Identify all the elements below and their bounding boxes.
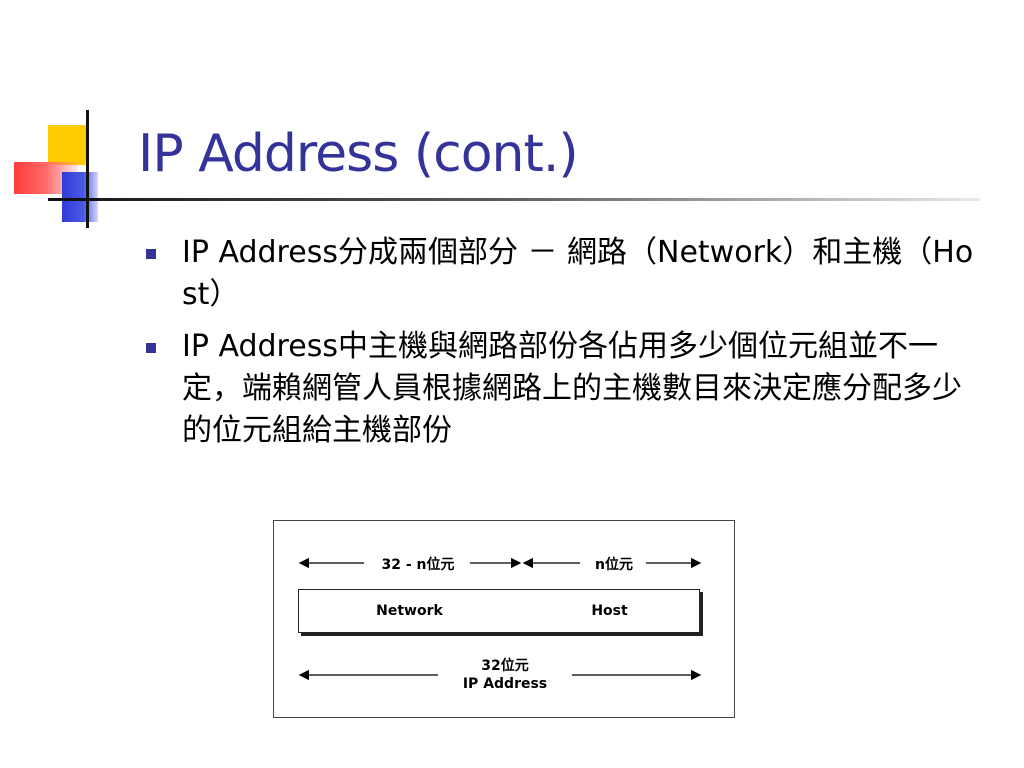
- total-bits-label: 32位元: [440, 655, 570, 675]
- host-segment-box: Host: [520, 589, 700, 633]
- bullet-list: IP Address分成兩個部分 － 網路（Network）和主機（Host） …: [146, 232, 986, 462]
- bullet-item: IP Address分成兩個部分 － 網路（Network）和主機（Host）: [146, 232, 986, 316]
- logo-vertical-line: [86, 110, 89, 228]
- host-segment-label: Host: [591, 603, 628, 619]
- bullet-square-icon: [146, 343, 156, 353]
- ip-address-diagram: 32 - n位元 n位元 Network Host 32位元 IP Addres…: [273, 520, 735, 718]
- bullet-item: IP Address中主機與網路部份各佔用多少個位元組並不一定，端賴網管人員根據…: [146, 326, 986, 452]
- ip-address-label: IP Address: [440, 676, 570, 692]
- slide-title: IP Address (cont.): [138, 124, 579, 184]
- bullet-square-icon: [146, 249, 156, 259]
- title-underline: [100, 198, 980, 201]
- logo-blue-square: [62, 172, 98, 222]
- logo-horizontal-line: [48, 198, 116, 201]
- host-bits-label: n位元: [584, 554, 644, 574]
- network-bits-label: 32 - n位元: [368, 554, 468, 574]
- network-segment-label: Network: [376, 603, 443, 619]
- diagram-arrows: [298, 557, 702, 681]
- logo-yellow-square: [48, 125, 88, 165]
- bullet-text: IP Address中主機與網路部份各佔用多少個位元組並不一定，端賴網管人員根據…: [182, 329, 962, 448]
- slide-logo-decoration: [0, 0, 140, 240]
- network-segment-box: Network: [298, 589, 521, 633]
- bullet-text: IP Address分成兩個部分 － 網路（Network）和主機（Host）: [182, 235, 974, 312]
